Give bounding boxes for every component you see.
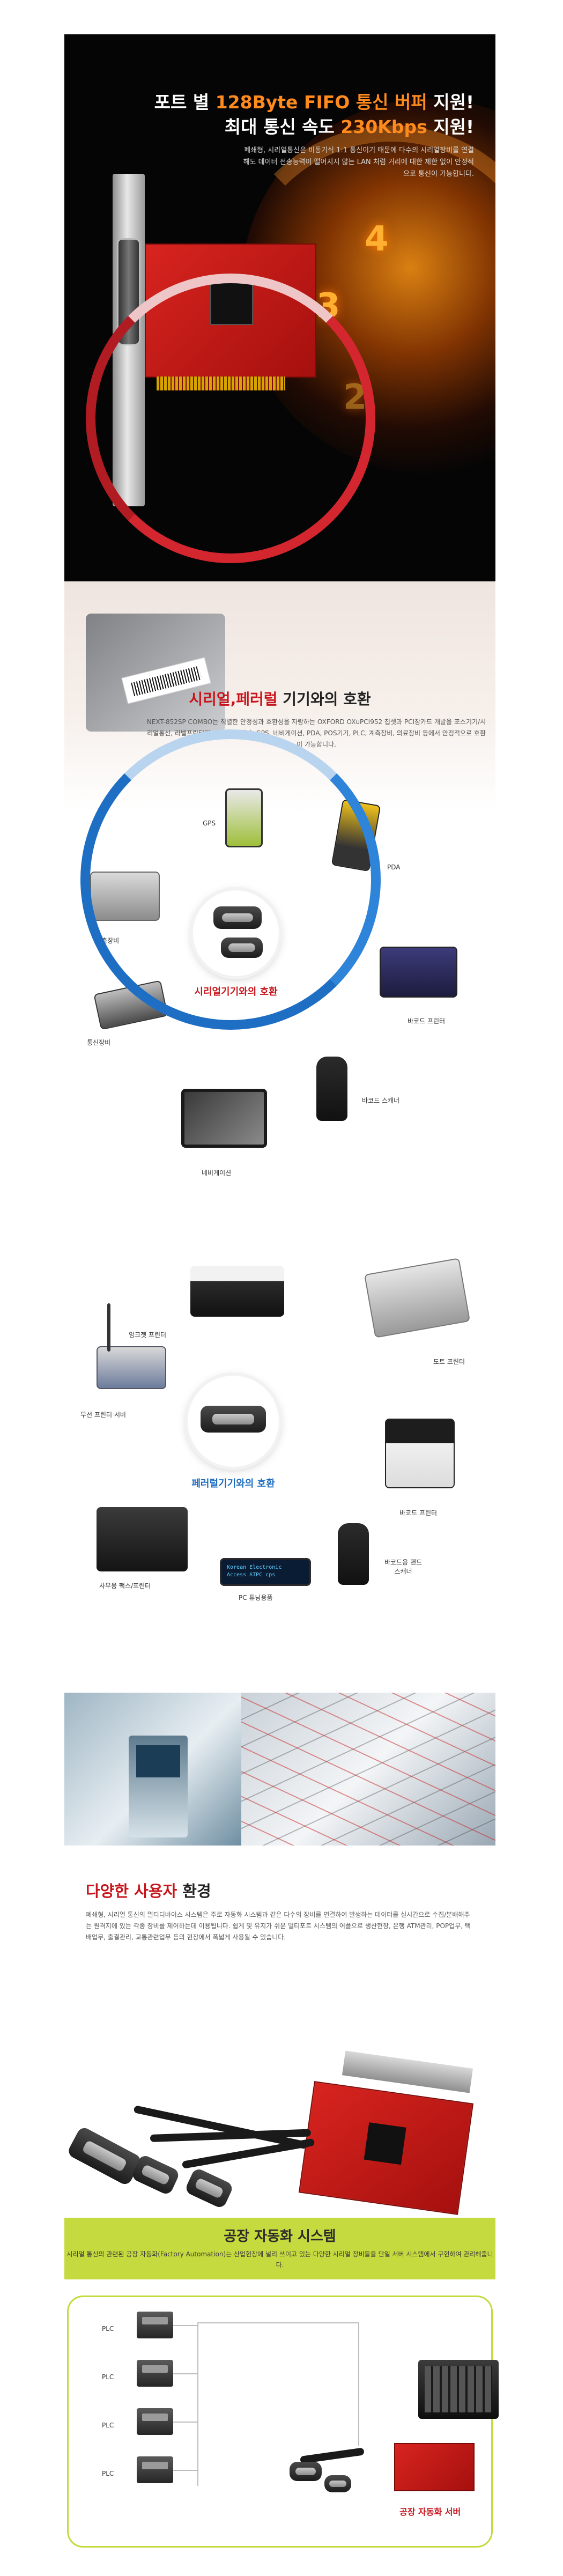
server-rack-image xyxy=(418,2360,499,2419)
device-label-wireless: 무선 프린터 서버 xyxy=(80,1411,126,1419)
plc-link xyxy=(173,2373,197,2374)
device-label-navigation: 네비게이션 xyxy=(202,1169,232,1177)
pci-card-image xyxy=(298,2081,474,2215)
plc-label: PLC xyxy=(102,2422,114,2429)
pci-card-image xyxy=(394,2443,475,2491)
hero-title-line1: 포트 별 128Byte FIFO 통신 버퍼 지원! xyxy=(154,92,474,113)
plc-device-icon xyxy=(137,2408,173,2435)
network-diagram-image xyxy=(241,1693,495,1846)
hero-description: 폐쇄형, 시리얼통신은 비동기식 1:1 통신이기 때문에 다수의 시리얼장비를… xyxy=(243,146,474,178)
device-label-barcode-printer2: 바코드 프린터 xyxy=(399,1509,438,1517)
db25-connector-icon xyxy=(201,1406,266,1433)
inkjet-printer-image xyxy=(190,1266,284,1317)
devices-title: 시리얼,페러럴 기기와의 호환 xyxy=(189,690,371,708)
lcd-display-image: Korean Electronic Access ATPC cps xyxy=(220,1558,311,1586)
wireless-print-server-image xyxy=(97,1346,166,1389)
device-label-pc-tuning: PC 튜닝용품 xyxy=(239,1594,273,1601)
combo-card-product-image xyxy=(64,2050,495,2215)
barcode-printer-image xyxy=(380,947,457,998)
kiosk-screen xyxy=(136,1745,180,1777)
bus-line xyxy=(358,2322,359,2446)
factory-description: 시리얼 통신의 관련된 공장 자동화(Factory Automation)는 … xyxy=(66,2250,493,2269)
device-label-dot: 도트 프린터 xyxy=(433,1358,465,1365)
pci-bracket-image xyxy=(342,2050,473,2093)
dial-number: 4 xyxy=(365,219,389,259)
bus-line xyxy=(197,2322,198,2486)
cable-icon xyxy=(181,2138,315,2169)
parallel-center-label: 페러럴기기와의 호환 xyxy=(191,1478,275,1489)
hand-scanner-image xyxy=(338,1523,369,1585)
factory-network-photo xyxy=(241,1693,495,1846)
chipset xyxy=(364,2122,406,2165)
retail-photo xyxy=(64,1693,241,1846)
bus-line xyxy=(197,2322,358,2323)
plc-label: PLC xyxy=(102,2470,114,2477)
db9-connector-icon xyxy=(290,2462,322,2481)
office-fax-printer-image xyxy=(97,1507,188,1571)
device-label-office: 사무용 팩스/프린터 xyxy=(99,1582,151,1590)
plc-link xyxy=(173,2470,197,2471)
device-label-hand-scanner: 바코드용 핸드스캐너 xyxy=(384,1559,423,1575)
navigation-device-image xyxy=(181,1089,267,1148)
users-title: 다양한 사용자 환경 xyxy=(86,1882,211,1900)
device-label-pda: PDA xyxy=(387,863,401,871)
plc-device-icon xyxy=(137,2456,173,2483)
plc-label: PLC xyxy=(102,2373,114,2381)
plc-label: PLC xyxy=(102,2325,114,2333)
factory-banner: 공장 자동화 시스템 시리얼 통신의 관련된 공장 자동화(Factory Au… xyxy=(64,2218,495,2279)
db25-connector-icon xyxy=(66,2125,143,2187)
db9-connector-icon xyxy=(184,2167,234,2210)
plc-device-icon xyxy=(137,2312,173,2338)
device-label-scanner: 바코드 스캐너 xyxy=(362,1097,400,1104)
db9-connector-icon xyxy=(324,2475,351,2492)
label-printer-device-image xyxy=(385,1419,455,1488)
parallel-cable-circle xyxy=(188,1376,279,1467)
device-label-barcode-printer: 바코드 프린터 xyxy=(408,1017,446,1025)
cable-icon xyxy=(133,2105,308,2150)
dot-printer-image xyxy=(364,1258,471,1338)
factory-server-label: 공장 자동화 서버 xyxy=(399,2507,461,2517)
barcode-scanner-image xyxy=(316,1057,347,1121)
serial-ring xyxy=(86,274,375,563)
antenna-icon xyxy=(107,1303,110,1352)
plc-device-icon xyxy=(137,2360,173,2387)
device-label-inkjet: 잉크젯 프린터 xyxy=(129,1331,167,1339)
hero-title-line2: 최대 통신 속도 230Kbps 지원! xyxy=(224,116,474,137)
plc-link xyxy=(173,2422,197,2423)
pos-kiosk-image xyxy=(129,1736,188,1837)
factory-title: 공장 자동화 시스템 xyxy=(224,2228,336,2245)
plc-link xyxy=(173,2325,197,2326)
parallel-ring xyxy=(80,729,381,1030)
device-label-comm: 통신장비 xyxy=(87,1039,111,1046)
server-bays xyxy=(425,2366,492,2412)
users-description: 폐쇄형, 시리얼 통신의 멀티디바이스 시스템은 주로 자동화 시스템과 같은 … xyxy=(86,1911,471,1941)
